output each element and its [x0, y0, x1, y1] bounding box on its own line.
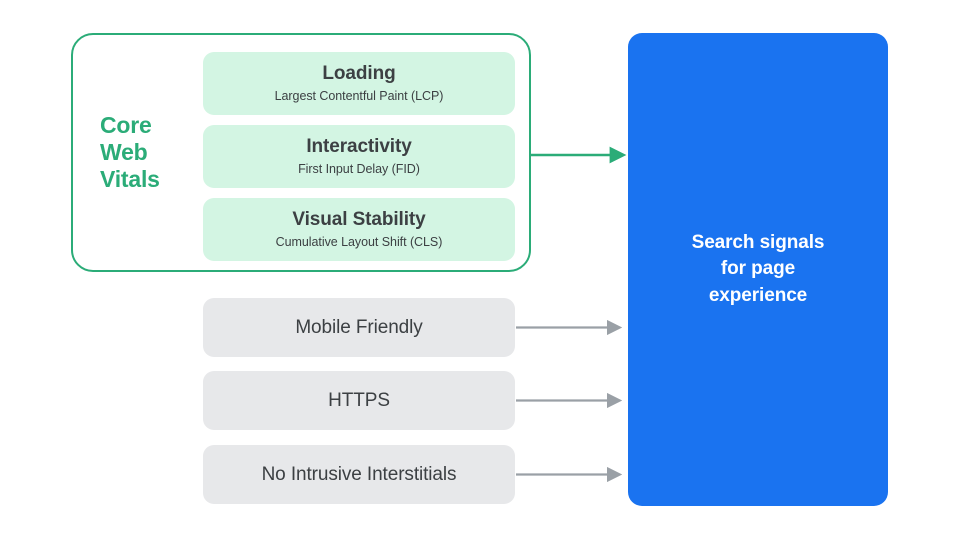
metric-title-visual-stability: Visual Stability: [292, 208, 426, 230]
metric-card-loading: Loading Largest Contentful Paint (LCP): [203, 52, 515, 115]
search-signals-box: Search signals for page experience: [628, 33, 888, 506]
metric-subtitle-loading: Largest Contentful Paint (LCP): [274, 88, 444, 103]
metric-card-visual-stability: Visual Stability Cumulative Layout Shift…: [203, 198, 515, 261]
metric-subtitle-interactivity: First Input Delay (FID): [298, 161, 420, 176]
signal-label-mobile-friendly: Mobile Friendly: [295, 316, 423, 338]
signal-card-mobile-friendly: Mobile Friendly: [203, 298, 515, 357]
search-signals-label: Search signals for page experience: [691, 231, 825, 306]
signal-card-no-intrusive-interstitials: No Intrusive Interstitials: [203, 445, 515, 504]
metric-title-interactivity: Interactivity: [306, 135, 412, 157]
core-web-vitals-label: Core Web Vitals: [100, 112, 160, 192]
metric-subtitle-visual-stability: Cumulative Layout Shift (CLS): [275, 234, 443, 249]
signal-label-no-intrusive-interstitials: No Intrusive Interstitials: [261, 463, 457, 485]
metric-title-loading: Loading: [322, 62, 396, 84]
signal-label-https: HTTPS: [328, 389, 390, 411]
metric-card-interactivity: Interactivity First Input Delay (FID): [203, 125, 515, 188]
signal-card-https: HTTPS: [203, 371, 515, 430]
core-web-vitals-group: [71, 33, 531, 272]
